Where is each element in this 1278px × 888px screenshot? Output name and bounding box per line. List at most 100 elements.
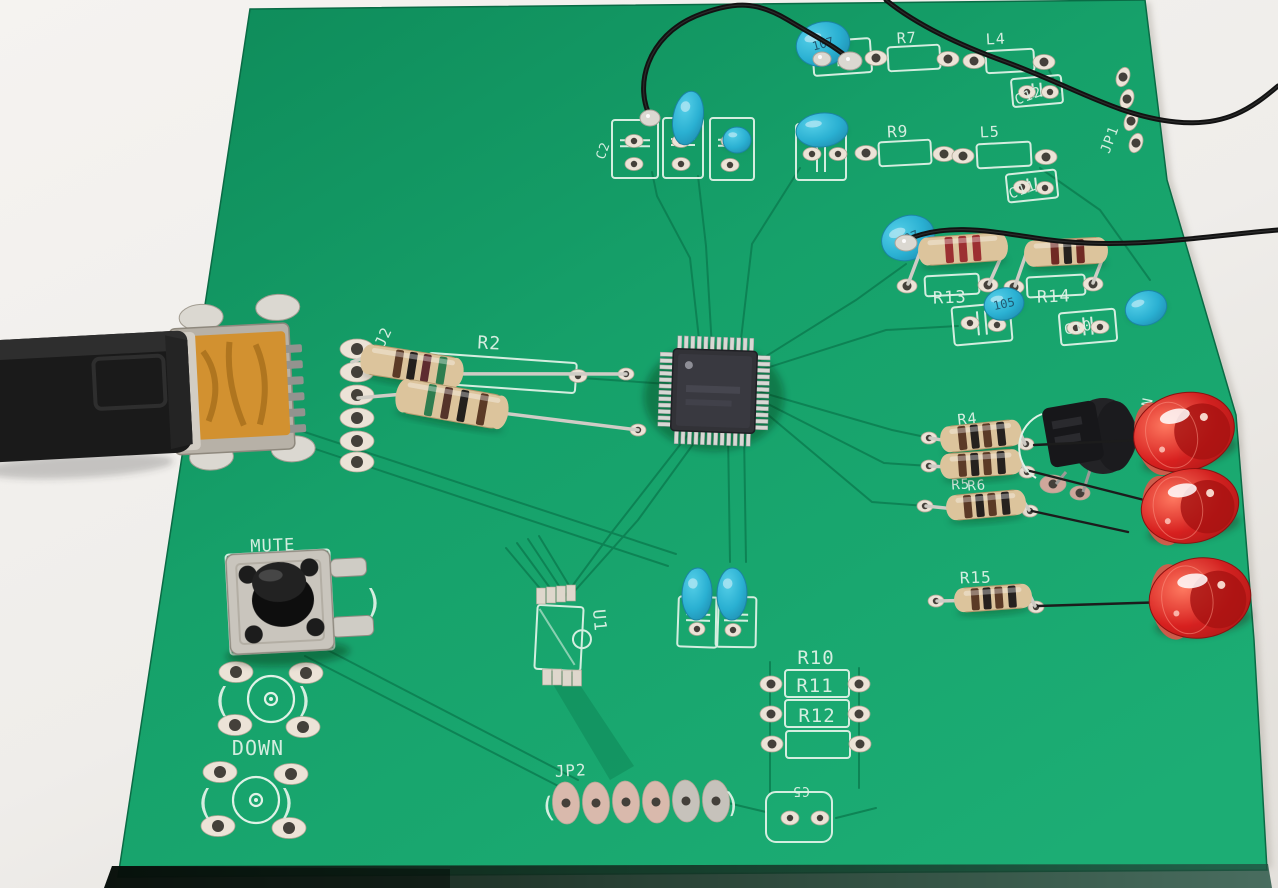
color-band [1007, 585, 1017, 608]
cap-body [672, 90, 704, 146]
button-leg [329, 557, 368, 578]
through-hole-pad [688, 622, 706, 636]
resistor [928, 419, 1027, 456]
through-hole-pad [1032, 54, 1056, 70]
resistor-sheen [963, 587, 1022, 596]
solder-joint [894, 234, 918, 252]
trace [759, 399, 931, 467]
solder-blob [639, 109, 661, 127]
color-band [987, 492, 997, 517]
led-specular [1167, 483, 1197, 498]
jp2-pad [642, 780, 670, 824]
resistor-sheen [927, 235, 998, 246]
trace [743, 431, 747, 563]
silkscreen-label: ) [722, 785, 744, 820]
through-hole-pad [847, 675, 871, 693]
solder-joint [812, 51, 832, 67]
through-hole-pad [960, 316, 980, 330]
color-band [406, 351, 418, 381]
resistor-sheen [949, 452, 1012, 462]
trace [571, 431, 703, 595]
led-specular [1217, 580, 1226, 589]
through-hole-pad [1066, 321, 1086, 335]
cap-highlight [688, 578, 698, 589]
led-ring [1145, 401, 1199, 469]
jp1-pad [1119, 88, 1135, 110]
plug-emboss [91, 353, 168, 411]
silkscreen-label: L5 [979, 122, 1000, 141]
through-hole-pad [200, 815, 236, 837]
jp2-pad [552, 781, 580, 825]
color-band [982, 423, 993, 448]
transistor-outline [1018, 413, 1043, 479]
trace [505, 547, 544, 593]
solder-joint [837, 51, 863, 71]
through-hole-pad [1013, 180, 1031, 194]
trace [727, 802, 767, 813]
solder-glint [902, 239, 906, 243]
mute-push-button [225, 549, 375, 667]
jp1-pad [1128, 132, 1144, 154]
through-hole-pad [1034, 149, 1058, 165]
color-band [475, 393, 489, 426]
silkscreen-label: C2 [594, 140, 614, 162]
cap-body [795, 112, 849, 148]
resistor-end [395, 378, 415, 413]
resistor [906, 232, 1008, 286]
transistor [1018, 398, 1137, 493]
silkscreen-label: ( [211, 681, 232, 721]
through-hole-pad [951, 148, 975, 164]
led-dome [1190, 570, 1247, 629]
transistor-lead [1081, 469, 1092, 493]
through-hole-pad [854, 145, 878, 161]
color-band [958, 235, 968, 263]
mcu-chip [657, 335, 771, 447]
trace [835, 807, 877, 819]
silkscreen-label: R9 [887, 121, 909, 141]
footprint-res [975, 140, 1033, 170]
cap-body [722, 126, 752, 154]
color-band [944, 236, 955, 264]
resistor-end [360, 344, 379, 375]
resistor-lead [356, 392, 400, 400]
ceramic-capacitor: 105 [983, 287, 1025, 321]
wide-trace [548, 676, 634, 780]
resistor-body [946, 489, 1026, 524]
through-hole-pad [1036, 181, 1054, 195]
button-leg [330, 614, 375, 638]
color-band [440, 386, 453, 420]
trace [759, 407, 927, 507]
usb-pin [283, 344, 303, 354]
resistor-lead [504, 411, 640, 432]
plug-highlight [0, 330, 188, 361]
plug-bevel [165, 335, 193, 450]
resistor-lead [906, 250, 922, 286]
cap-highlight [728, 132, 738, 138]
resistor-end [1013, 583, 1032, 608]
silkscreen-label: C10 [1063, 318, 1094, 339]
silkscreen-label: ( [194, 783, 215, 823]
through-hole-pad [624, 134, 644, 148]
solder-blob [837, 51, 863, 71]
through-hole-pad [759, 705, 783, 723]
usb-assembly [0, 293, 316, 479]
ceramic-capacitor [722, 126, 752, 154]
trace [516, 542, 554, 593]
color-band [423, 384, 437, 417]
silkscreen-label: R15 [960, 567, 993, 587]
silkscreen-label: ) [363, 583, 384, 623]
cap-highlight [722, 578, 733, 589]
button-rivet [306, 618, 325, 637]
resistor-end [445, 357, 464, 388]
resistor-body [940, 449, 1022, 483]
led-ring [1152, 476, 1204, 540]
resistor-end [1003, 419, 1022, 446]
button-rivet [244, 625, 263, 644]
usb-pin [285, 376, 304, 385]
trace [527, 538, 564, 593]
ceramic-capacitor [716, 567, 748, 621]
through-hole-pad [217, 714, 253, 736]
resistor-end [954, 588, 973, 613]
tape-marks [200, 341, 268, 427]
